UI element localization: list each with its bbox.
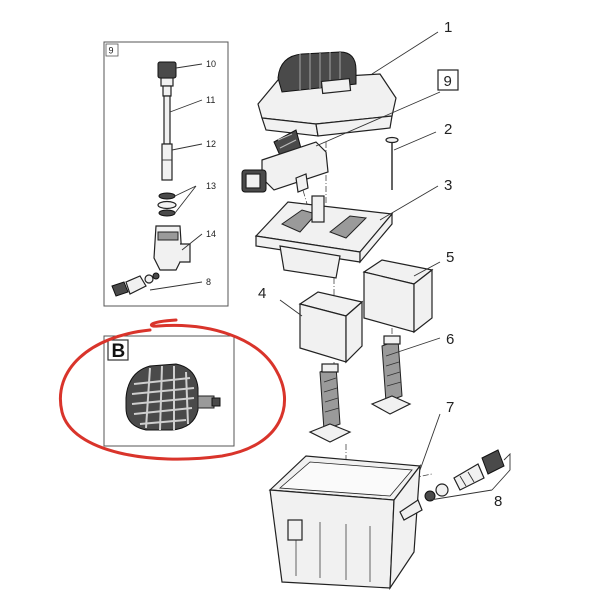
pump-icon [125, 363, 221, 431]
inset-callout-12: 12 [206, 139, 216, 149]
leader-lines [279, 31, 511, 501]
inset-callout-10: 10 [206, 59, 216, 69]
callout-5: 5 [446, 249, 454, 266]
callout-7: 7 [446, 399, 454, 416]
inset-b-frame [103, 335, 235, 447]
inset-part-8 [111, 272, 160, 297]
inset-9-label-box [105, 43, 119, 57]
filter-frame-left [308, 363, 352, 443]
inset-9-label: 9 [109, 46, 114, 56]
inset-b-label-box [107, 339, 129, 361]
filter-frame-part-6 [370, 335, 412, 415]
inset-callout-13: 13 [206, 181, 216, 191]
callout-8: 8 [494, 493, 502, 510]
inset-part-13 [157, 192, 177, 217]
inset-callout-8: 8 [206, 277, 211, 287]
screw-part-2 [385, 136, 399, 190]
callout-3: 3 [444, 177, 452, 194]
inset-part-11-12 [161, 95, 173, 181]
inset-callout-11: 11 [206, 95, 215, 105]
callout-9: 9 [444, 73, 452, 90]
foam-block-part-5 [362, 259, 434, 334]
callout-9-box [437, 69, 459, 91]
inset-part-14 [153, 225, 191, 271]
tray-part-3 [254, 195, 394, 279]
callout-2: 2 [444, 121, 452, 138]
lid-part-1 [257, 51, 397, 137]
inset-part-10 [157, 61, 177, 97]
callout-1: 1 [444, 19, 452, 36]
hose-fittings-part-8 [399, 449, 505, 521]
red-annotation-circle [59, 318, 286, 461]
uv-unit-part-9 [241, 129, 329, 193]
inset-b-label: B [112, 341, 126, 362]
inset-9-frame [103, 41, 229, 307]
inset-callout-14: 14 [206, 229, 216, 239]
callout-6: 6 [446, 331, 454, 348]
inset-9-group: 9 [103, 41, 229, 307]
inset-b-group: B [59, 318, 286, 461]
foam-block-part-4 [298, 291, 364, 364]
container-part-7 [268, 455, 422, 591]
callout-4: 4 [258, 285, 266, 302]
